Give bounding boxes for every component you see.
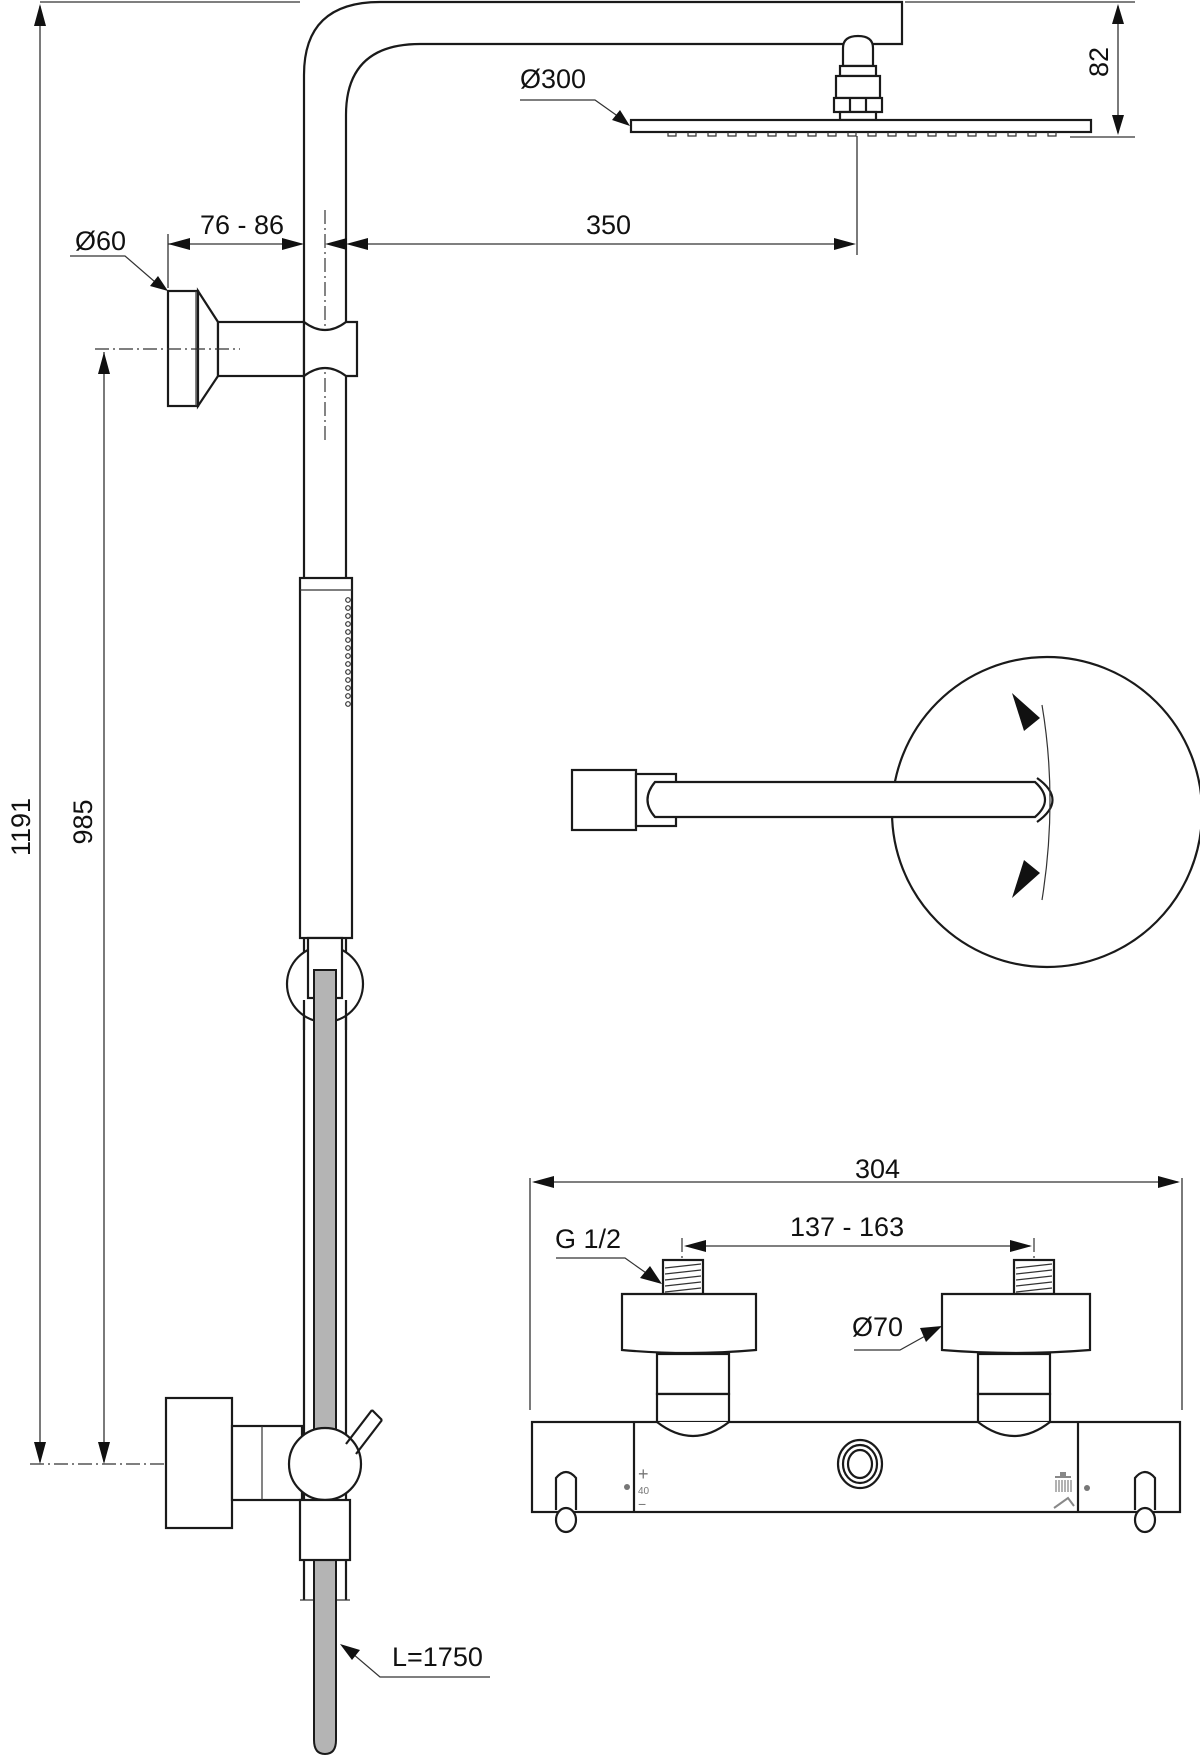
g-half-label: G 1/2 xyxy=(555,1224,621,1254)
riser-rail xyxy=(302,0,904,1030)
mixer-dim-inlets: 137 - 163 xyxy=(681,1212,1035,1320)
top-view xyxy=(570,655,1200,969)
dim-hose-length: L=1750 xyxy=(340,1642,490,1678)
dim-350-label: 350 xyxy=(586,210,631,240)
head-diameter-label: Ø300 xyxy=(520,64,586,94)
hose-length-label: L=1750 xyxy=(392,1642,483,1672)
hand-shower-nozzles xyxy=(345,597,351,707)
rotate-down-arrow xyxy=(1012,860,1040,898)
dim-head-diameter: Ø300 xyxy=(520,64,630,126)
hand-shower xyxy=(298,576,354,940)
dim-985-label: 985 xyxy=(68,799,98,844)
shower-head-icon xyxy=(1055,1472,1072,1492)
mixer-dim-304: 304 xyxy=(529,1154,1183,1410)
dim-82-label: 82 xyxy=(1084,47,1114,77)
indicator-dot-left xyxy=(624,1484,630,1490)
dim-137-163-label: 137 - 163 xyxy=(790,1212,904,1242)
dim-1191-label: 1191 xyxy=(6,798,36,856)
nozzle-row xyxy=(667,132,1057,137)
wall-bracket-upper: Ø60 xyxy=(70,226,359,410)
inlet-cover-diameter: Ø70 xyxy=(852,1312,942,1351)
dim-304-label: 304 xyxy=(855,1154,900,1184)
dim-overall-height: 1191 xyxy=(6,1,300,1464)
mixer-side-view xyxy=(164,1396,383,1562)
dim-head-drop: 82 xyxy=(905,1,1135,138)
dim-bracket-height: 985 xyxy=(30,352,240,1465)
temp-40-symbol: 40 xyxy=(638,1486,650,1497)
inlet-thread-label: G 1/2 xyxy=(555,1224,662,1284)
inlet-right xyxy=(940,1258,1092,1438)
dim-wall-distance: 76 - 86 xyxy=(167,210,347,288)
inlet-left xyxy=(620,1258,758,1438)
indicator-dot-right xyxy=(1084,1485,1090,1491)
dim-76-86-label: 76 - 86 xyxy=(200,210,284,240)
shower-head-side xyxy=(629,34,1093,137)
temp-plus-symbol: + xyxy=(638,1464,649,1484)
temp-minus-symbol: − xyxy=(638,1496,646,1512)
hand-shower-icon xyxy=(1053,1496,1075,1509)
dim-arm-projection: 350 xyxy=(346,136,858,255)
flange-diameter-label: Ø60 xyxy=(75,226,126,256)
o70-label: Ø70 xyxy=(852,1312,903,1342)
shower-hose xyxy=(313,969,337,1755)
rotate-up-arrow xyxy=(1012,693,1040,731)
mixer-body: + 40 − xyxy=(530,1420,1182,1534)
